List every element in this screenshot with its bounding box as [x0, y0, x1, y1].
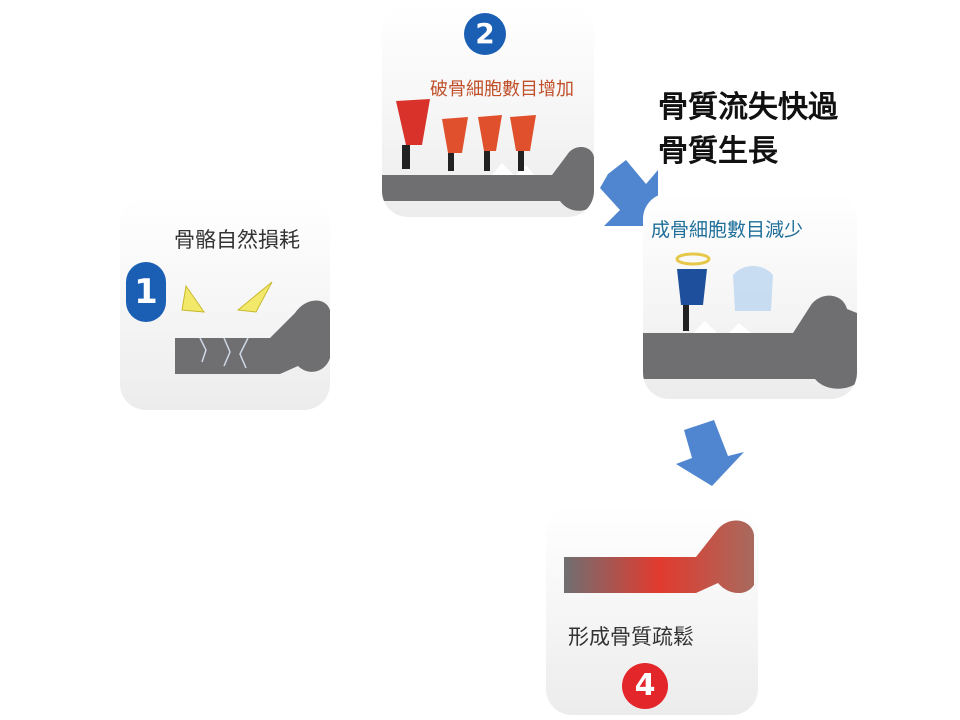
step-2-label: 破骨細胞數目增加 — [430, 79, 574, 100]
crack-left — [181, 284, 206, 313]
osteoblast-illustration — [643, 252, 857, 389]
arrow-down-icon — [676, 420, 744, 486]
step-1-badge: 1 — [126, 262, 166, 322]
step-1-label: 骨骼自然損耗 — [174, 228, 300, 252]
step-3-label: 成骨細胞數目減少 — [651, 219, 804, 241]
step-1-card: 1 骨骼自然損耗 — [120, 198, 330, 410]
step-4-label: 形成骨質疏鬆 — [568, 625, 694, 649]
bone-illustration — [175, 281, 330, 374]
halo-icon — [675, 252, 711, 266]
step-2-badge: 2 — [464, 13, 506, 55]
step-4-card: 形成骨質疏鬆 4 — [546, 505, 758, 715]
osteoclast-illustration — [382, 99, 594, 211]
callout-line-1: 骨質流失快過 — [658, 90, 838, 125]
callout-line-2: 骨質生長 — [658, 134, 778, 169]
step-3-card: 成骨細胞數目減少 — [643, 193, 857, 399]
step-2-card: 2 破骨細胞數目增加 — [382, 5, 594, 217]
step-4-badge: 4 — [622, 663, 668, 709]
osteoclast-figures — [396, 99, 536, 171]
crack-right — [236, 281, 273, 313]
osteoporosis-bone-illustration — [564, 520, 754, 594]
